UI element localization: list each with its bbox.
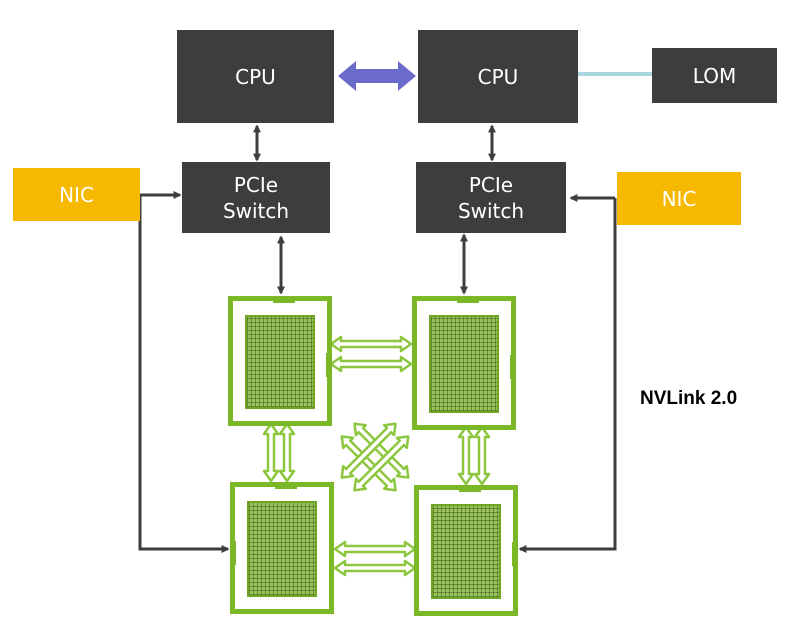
nvlink-label: NVLink 2.0 — [640, 388, 738, 409]
gpu-connector-side — [230, 541, 236, 565]
nvlink-right-2 — [473, 425, 491, 486]
nic-gpu-link-right — [518, 198, 617, 553]
cpu-left-box: CPU — [177, 30, 334, 123]
nvlink-top-1 — [329, 335, 413, 353]
gpu-connector-top — [275, 482, 297, 489]
gpu-connector-top — [459, 485, 481, 492]
gpu-connector-top — [457, 296, 479, 303]
nvlink-arrows — [262, 335, 491, 577]
pcie-switch-right-box: PCIe Switch — [416, 162, 566, 233]
gpu-bottom-right — [414, 485, 518, 616]
gpu-die — [245, 315, 315, 409]
gpu-connector-side — [512, 542, 518, 566]
nvlink-diagonal-2 — [340, 435, 397, 492]
nvlink-bottom-1 — [333, 540, 417, 558]
nvlink-diagonal-1 — [353, 422, 410, 479]
gpu-top-right — [412, 296, 516, 430]
nvlink-top-2 — [329, 355, 413, 373]
nvlink-diagonal-4 — [353, 435, 410, 492]
nic-gpu-link-left — [138, 195, 230, 553]
gpu-connector-side — [510, 355, 516, 379]
gpu-die — [247, 501, 317, 597]
cpu-interconnect-arrow — [338, 61, 416, 91]
nic-right-box: NIC — [617, 172, 741, 225]
gpu-die — [429, 315, 499, 413]
nic-left-box: NIC — [13, 168, 140, 221]
gpu-connector-side — [326, 353, 332, 377]
cpu-right-box: CPU — [418, 30, 578, 123]
nvlink-left-1 — [262, 422, 280, 483]
lom-box: LOM — [652, 48, 777, 103]
nvlink-bottom-2 — [333, 559, 417, 577]
nvlink-left-2 — [278, 422, 296, 483]
pcie-switch-left-box: PCIe Switch — [182, 162, 330, 233]
nvlink-right-1 — [457, 425, 475, 486]
gpu-top-left — [228, 296, 332, 426]
gpu-connector-top — [273, 296, 295, 303]
gpu-bottom-left — [230, 482, 334, 614]
nvlink-diagonal-3 — [340, 422, 397, 479]
gpu-die — [431, 504, 501, 599]
